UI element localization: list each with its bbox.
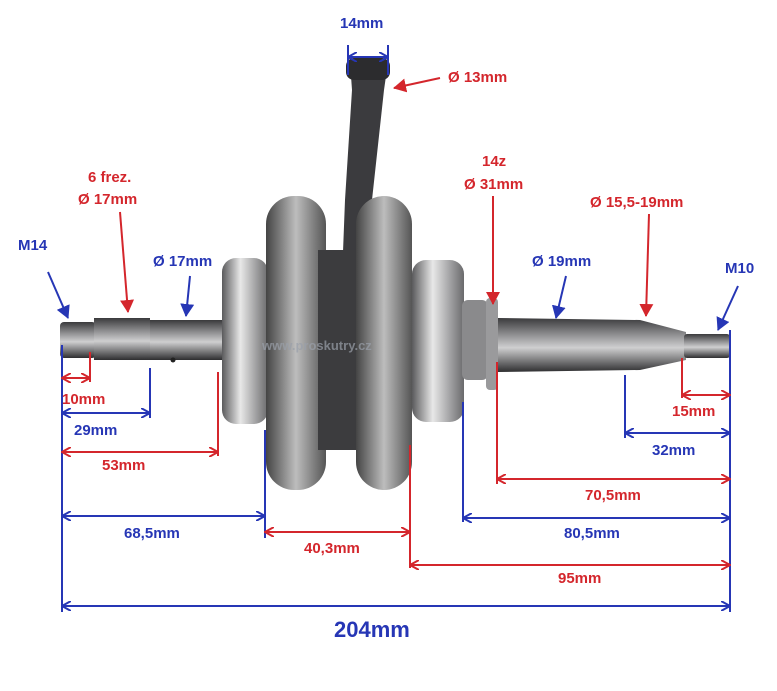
sprocket <box>486 298 498 390</box>
left-web <box>266 196 326 490</box>
sprocket-teeth-label: 14z <box>482 153 506 170</box>
taper-diameter-label: Ø 15,5-19mm <box>590 194 683 211</box>
spline-diameter-label: Ø 17mm <box>78 191 137 208</box>
right-thread <box>684 334 730 358</box>
right-bearing <box>412 260 464 422</box>
left-thread <box>60 322 96 358</box>
watermark: www.proskutry.cz <box>261 338 372 353</box>
dim-80-5mm: 80,5mm <box>564 525 620 542</box>
dim-95mm: 95mm <box>558 570 601 587</box>
dim-40-3mm: 40,3mm <box>304 540 360 557</box>
left-shaft-diameter-label: Ø 17mm <box>153 253 212 270</box>
dim-53mm: 53mm <box>102 457 145 474</box>
extension-lines <box>61 45 731 612</box>
small-end-diameter-label: Ø 13mm <box>448 69 507 86</box>
left-bearing <box>222 258 268 424</box>
dimension-arrows <box>62 57 730 606</box>
left-thread-label: M14 <box>18 237 48 254</box>
dim-29mm: 29mm <box>74 422 117 439</box>
dim-68-5mm: 68,5mm <box>124 525 180 542</box>
rod-width-label: 14mm <box>340 15 383 32</box>
right-web <box>356 196 412 490</box>
crankshaft-image: www.proskutry.cz <box>60 58 730 490</box>
spline-count-label: 6 frez. <box>88 169 131 186</box>
dim-70-5mm: 70,5mm <box>585 487 641 504</box>
left-spline <box>94 318 150 360</box>
sprocket-diameter-label: Ø 31mm <box>464 176 523 193</box>
right-thread-label: M10 <box>725 260 754 277</box>
dim-15mm: 15mm <box>672 403 715 420</box>
callout-arrows <box>47 77 739 331</box>
dim-32mm: 32mm <box>652 442 695 459</box>
dim-10mm: 10mm <box>62 391 105 408</box>
dim-total-204mm: 204mm <box>334 617 410 642</box>
right-shaft <box>498 318 686 372</box>
left-shaft <box>150 320 222 360</box>
right-shaft-diameter-label: Ø 19mm <box>532 253 591 270</box>
